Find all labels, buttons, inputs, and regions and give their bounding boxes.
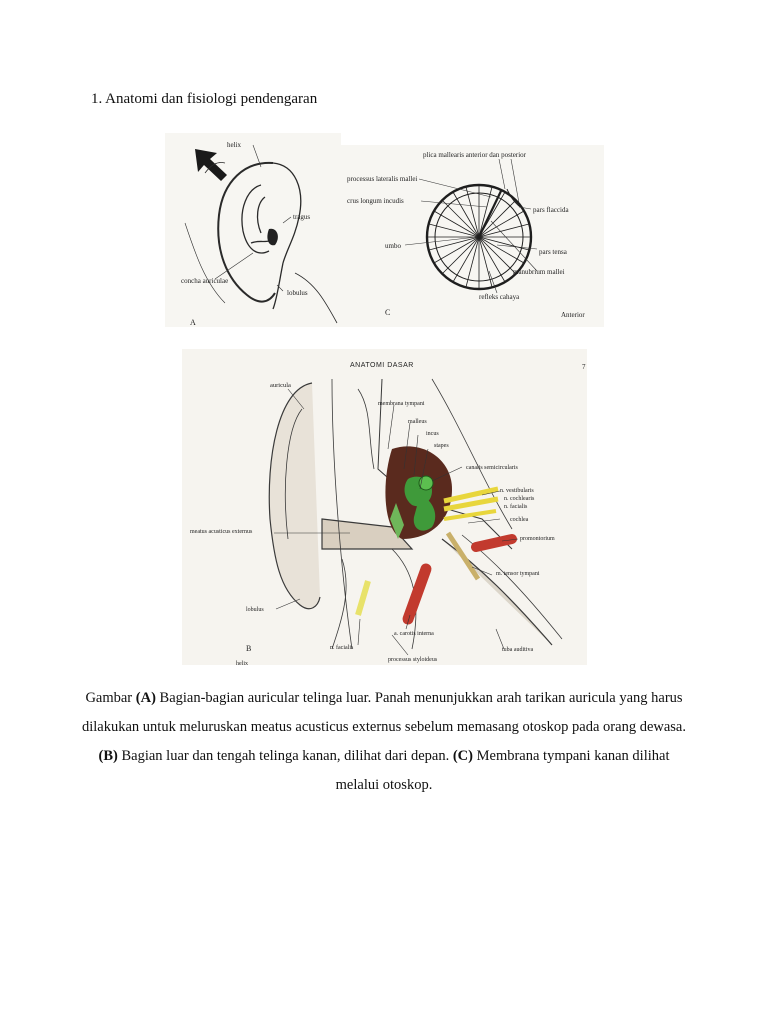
label-m-tensor-tympani: m. tensor tympani — [496, 571, 540, 577]
label-umbo: umbo — [385, 242, 401, 250]
label-n-facialis-bottom: n. facialis — [330, 644, 354, 651]
label-pars-flaccida: pars flaccida — [533, 206, 569, 214]
caption-text-3: Bagian luar dan tengah telinga kanan, di… — [117, 748, 453, 764]
label-malleus: malleus — [408, 419, 427, 425]
caption-ref-b: (B) — [98, 748, 118, 764]
label-membrana-tympani: membrana tympani — [378, 401, 425, 407]
tympanic-membrane-illustration — [425, 183, 533, 291]
label-pars-tensa: pars tensa — [539, 248, 568, 256]
label-helix: helix — [227, 141, 241, 149]
label-processus-lateralis: processus lateralis mallei — [347, 175, 417, 183]
label-lobulus: lobulus — [287, 289, 308, 297]
label-tuba-auditiva: tuba auditiva — [502, 647, 533, 653]
label-n-vestibularis: n. vestibularis — [500, 488, 534, 494]
label-refleks-cahaya: refleks cahaya — [479, 293, 520, 301]
pull-direction-arrow-icon — [195, 149, 227, 181]
caption-ref-a: (A) — [135, 690, 156, 706]
label-concha-auriculae: concha auriculae — [181, 277, 228, 285]
label-a-carotis-interna: a. carotis interna — [394, 631, 434, 637]
caption-ref-c: (C) — [452, 748, 473, 764]
nerves — [355, 486, 499, 616]
concha-shading — [267, 228, 278, 246]
panel-letter-a: A — [190, 318, 196, 327]
figure-c-tympanic-membrane: plica mallearis anterior dan posterior p… — [341, 145, 604, 327]
panel-letter-c: C — [385, 308, 390, 317]
label-stapes: stapes — [434, 443, 449, 449]
label-incus: incus — [426, 431, 439, 437]
figure-a-auricle: helix tragus concha auriculae lobulus A — [165, 133, 341, 327]
label-processus-styloideus: processus styloideus — [388, 657, 438, 663]
label-helix-cut: helix — [236, 661, 248, 665]
auricle-illustration — [184, 161, 338, 324]
figure-b-header: ANATOMI DASAR — [350, 362, 414, 369]
label-tragus: tragus — [293, 213, 310, 221]
caption-text-1: Gambar — [85, 690, 136, 706]
section-heading: 1. Anatomi dan fisiologi pendengaran — [91, 91, 318, 107]
label-cochlea: cochlea — [510, 517, 529, 523]
label-canalis-semicircularis: canalis semicircularis — [466, 465, 518, 471]
label-lobulus-b: lobulus — [246, 607, 264, 613]
middle-ear-structures — [385, 446, 452, 539]
label-plica-mallearis: plica mallearis anterior dan posterior — [423, 151, 527, 159]
label-crus-longum: crus longum incudis — [347, 197, 404, 205]
caption-text-2: Bagian-bagian auricular telinga luar. Pa… — [81, 690, 686, 735]
label-anterior: Anterior — [561, 311, 585, 319]
label-auricula: auricula — [270, 382, 291, 389]
svg-text:7: 7 — [582, 363, 586, 371]
caption-text-4: Membrana tympani kanan dilihat melalui o… — [335, 748, 670, 793]
label-manubrium-mallei: manubrium mallei — [513, 268, 565, 276]
figure-caption: Gambar (A) Bagian-bagian auricular telin… — [80, 684, 688, 800]
label-meatus-acusticus-externus: meatus acusticus externus — [190, 529, 253, 535]
figure-b-ear-anatomy: ANATOMI DASAR 7 — [182, 349, 587, 665]
label-promontorium: promontorium — [520, 536, 555, 542]
label-n-facialis-right: n. facialis — [504, 503, 528, 510]
panel-letter-b: B — [246, 644, 251, 653]
label-n-cochlearis: n. cochlearis — [504, 496, 535, 502]
ear-illustration — [268, 378, 563, 650]
